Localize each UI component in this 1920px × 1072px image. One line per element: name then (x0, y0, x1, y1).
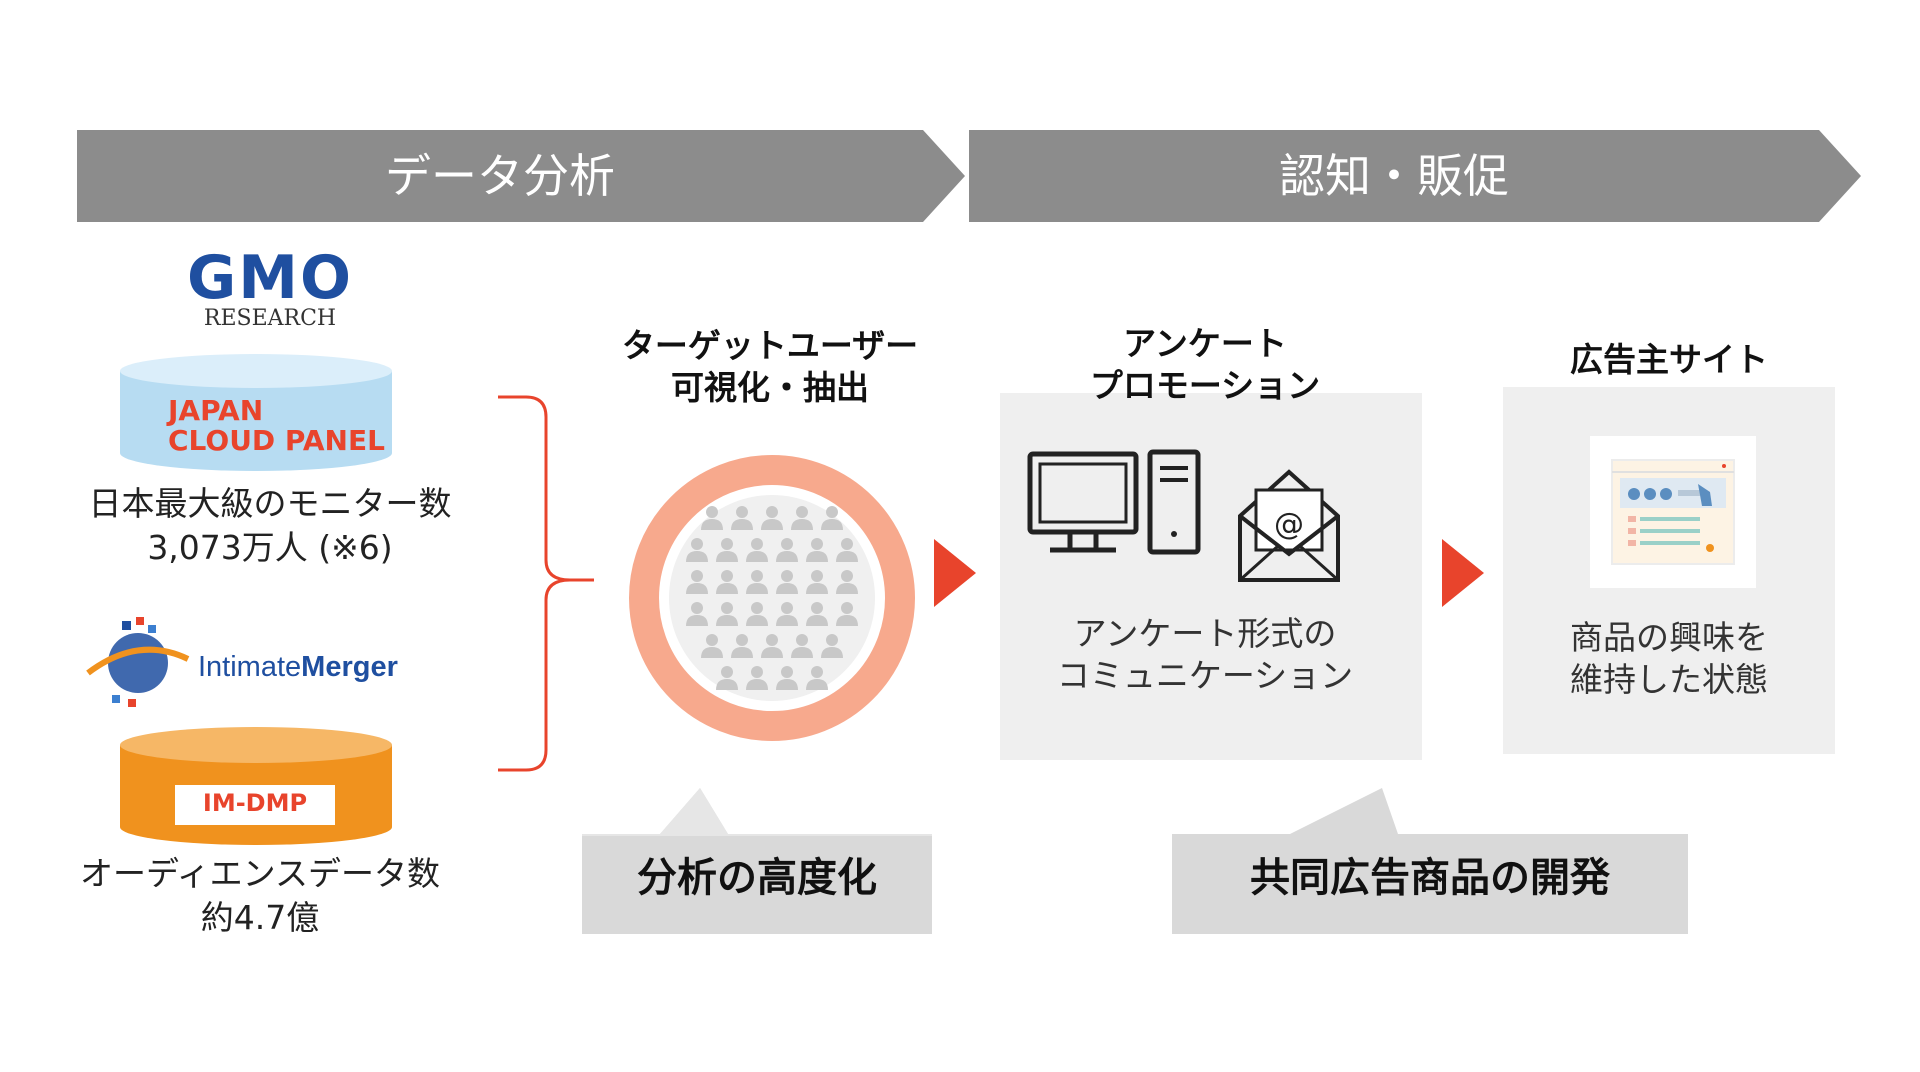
user-silhouette-icon (806, 602, 828, 626)
gmo-monitor-caption-line1: 日本最大級のモニター数 (88, 484, 452, 523)
user-silhouette-icon (716, 570, 738, 594)
intimate-merger-wordmark: IntimateMerger (198, 650, 398, 684)
target-user-title-line2: 可視化・抽出 (671, 368, 869, 407)
im-dmp-database-icon (120, 727, 392, 845)
user-silhouette-icon (806, 538, 828, 562)
user-silhouette-icon (686, 538, 708, 562)
flow-arrow-2 (1442, 539, 1484, 607)
target-user-ring (629, 455, 915, 741)
user-silhouette-icon (791, 634, 813, 658)
gmo-logo-subtitle: RESEARCH (203, 306, 337, 331)
user-silhouette-icon (776, 602, 798, 626)
user-silhouette-icon (821, 506, 843, 530)
user-silhouette-icon (746, 570, 768, 594)
user-silhouette-icon (746, 666, 768, 690)
intimate-merger-wordmark-part2: Merger (301, 651, 398, 683)
user-silhouette-icon (776, 666, 798, 690)
merge-bracket (498, 395, 594, 772)
banner-awareness-promotion-label: 認知・販促 (1279, 149, 1509, 203)
im-dmp-label: IM-DMP (202, 789, 308, 817)
desktop-computer-icon (1027, 449, 1201, 555)
user-silhouette-icon (701, 506, 723, 530)
user-silhouette-icon-grid (686, 506, 858, 690)
user-silhouette-icon (761, 634, 783, 658)
email-envelope-icon: @ (1238, 469, 1340, 582)
callout-analysis-bubble (582, 788, 932, 934)
user-silhouette-icon (806, 570, 828, 594)
user-silhouette-icon (821, 634, 843, 658)
im-audience-caption-line1: オーディエンスデータ数 (79, 854, 441, 893)
survey-text-line1: アンケート形式の (1073, 614, 1337, 653)
im-audience-caption-line2: 約4.7億 (200, 898, 320, 937)
advertiser-text-line1: 商品の興味を (1570, 618, 1768, 657)
japan-cloud-panel-label-line2: CLOUD PANEL (168, 424, 385, 457)
survey-text-line2: コミュニケーション (1056, 656, 1354, 695)
user-silhouette-icon (776, 538, 798, 562)
japan-cloud-panel-label-line1: JAPAN (168, 394, 264, 427)
gmo-monitor-caption-line2: 3,073万人 (※6) (147, 528, 393, 567)
banner-arrow-shape (969, 130, 1861, 222)
svg-text:@: @ (1274, 507, 1304, 542)
user-silhouette-icon (746, 602, 768, 626)
user-silhouette-icon (686, 602, 708, 626)
user-silhouette-icon (686, 570, 708, 594)
gmo-logo: GMO (187, 243, 353, 313)
user-silhouette-icon (806, 666, 828, 690)
user-silhouette-icon (701, 634, 723, 658)
user-silhouette-icon (731, 634, 753, 658)
survey-promotion-title-line1: アンケート (1123, 324, 1287, 363)
banner-arrow-shape (77, 130, 965, 222)
callout-analysis-text: 分析の高度化 (637, 855, 877, 901)
user-silhouette-icon (761, 506, 783, 530)
advertiser-text-line2: 維持した状態 (1570, 660, 1768, 699)
survey-promotion-title-line2: プロモーション (1089, 366, 1321, 405)
banner-awareness-promotion: 認知・販促 (969, 130, 1861, 222)
banner-data-analysis: データ分析 (77, 130, 965, 222)
target-user-title-line1: ターゲットユーザー (621, 326, 919, 365)
japan-cloud-panel-database-icon (120, 354, 392, 471)
user-silhouette-icon (716, 538, 738, 562)
callout-joint-product-bubble (1172, 788, 1688, 934)
user-silhouette-icon (776, 570, 798, 594)
user-silhouette-icon (731, 506, 753, 530)
website-icon (1590, 436, 1756, 588)
advertiser-site-title: 広告主サイト (1570, 340, 1768, 379)
user-silhouette-icon (716, 602, 738, 626)
user-silhouette-icon (836, 602, 858, 626)
callout-joint-product-text: 共同広告商品の開発 (1250, 855, 1610, 901)
user-silhouette-icon (836, 570, 858, 594)
user-silhouette-icon (716, 666, 738, 690)
intimate-merger-logo-icon (86, 617, 190, 707)
intimate-merger-wordmark-part1: Intimate (198, 651, 302, 683)
banner-data-analysis-label: データ分析 (385, 149, 615, 203)
flow-arrow-1 (934, 539, 976, 607)
user-silhouette-icon (836, 538, 858, 562)
user-silhouette-icon (791, 506, 813, 530)
user-silhouette-icon (746, 538, 768, 562)
